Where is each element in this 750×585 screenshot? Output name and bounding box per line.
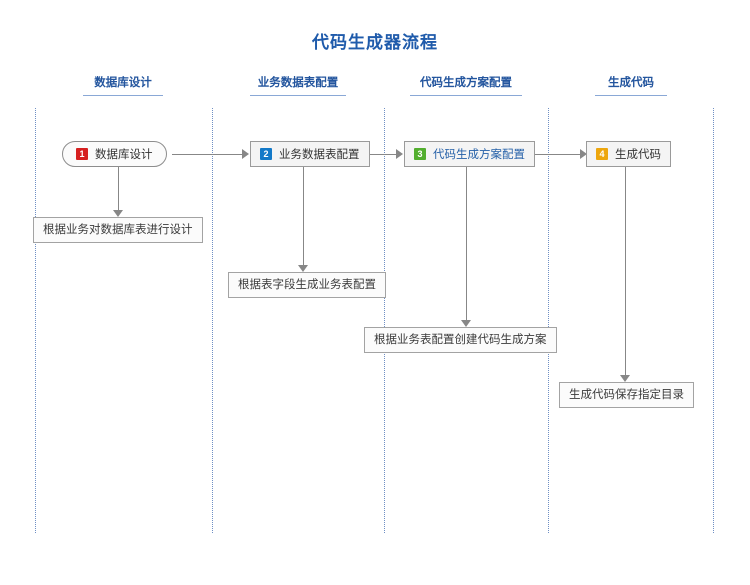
- column-header-database-design: 数据库设计: [83, 74, 163, 96]
- connector-step2-to-desc2: [303, 167, 304, 267]
- step-badge-1-icon: 1: [76, 148, 88, 160]
- lane-divider-0: [35, 108, 36, 533]
- step-node-3-label: 代码生成方案配置: [433, 149, 525, 161]
- connector-step3-to-desc3: [466, 167, 467, 322]
- arrowhead-step4: [580, 149, 587, 159]
- step-node-1[interactable]: 1 数据库设计: [62, 141, 167, 167]
- description-box-1: 根据业务对数据库表进行设计: [33, 217, 203, 243]
- arrowhead-desc1: [113, 210, 123, 217]
- lane-divider-3: [548, 108, 549, 533]
- step-node-2-label: 业务数据表配置: [279, 149, 360, 161]
- step-node-4-label: 生成代码: [615, 149, 661, 161]
- connector-step1-to-step2: [172, 154, 244, 155]
- column-header-generate-code: 生成代码: [595, 74, 667, 96]
- connector-step4-to-desc4: [625, 167, 626, 377]
- arrowhead-desc4: [620, 375, 630, 382]
- step-badge-3-icon: 3: [414, 148, 426, 160]
- lane-divider-4: [713, 108, 714, 533]
- step-badge-4-icon: 4: [596, 148, 608, 160]
- column-header-codegen-plan-config: 代码生成方案配置: [410, 74, 522, 96]
- arrowhead-step2: [242, 149, 249, 159]
- description-box-4: 生成代码保存指定目录: [559, 382, 694, 408]
- lane-divider-1: [212, 108, 213, 533]
- column-header-business-table-config: 业务数据表配置: [250, 74, 346, 96]
- arrowhead-desc3: [461, 320, 471, 327]
- arrowhead-desc2: [298, 265, 308, 272]
- connector-step3-to-step4: [530, 154, 583, 155]
- description-box-3: 根据业务表配置创建代码生成方案: [364, 327, 557, 353]
- lane-divider-2: [384, 108, 385, 533]
- connector-step2-to-step3: [360, 154, 400, 155]
- connector-step1-to-desc1: [118, 167, 119, 212]
- step-badge-2-icon: 2: [260, 148, 272, 160]
- step-node-4[interactable]: 4 生成代码: [586, 141, 671, 167]
- step-node-2[interactable]: 2 业务数据表配置: [250, 141, 370, 167]
- description-box-2: 根据表字段生成业务表配置: [228, 272, 386, 298]
- page-title: 代码生成器流程: [312, 33, 438, 52]
- step-node-3[interactable]: 3 代码生成方案配置: [404, 141, 535, 167]
- step-node-1-label: 数据库设计: [95, 149, 153, 161]
- arrowhead-step3: [396, 149, 403, 159]
